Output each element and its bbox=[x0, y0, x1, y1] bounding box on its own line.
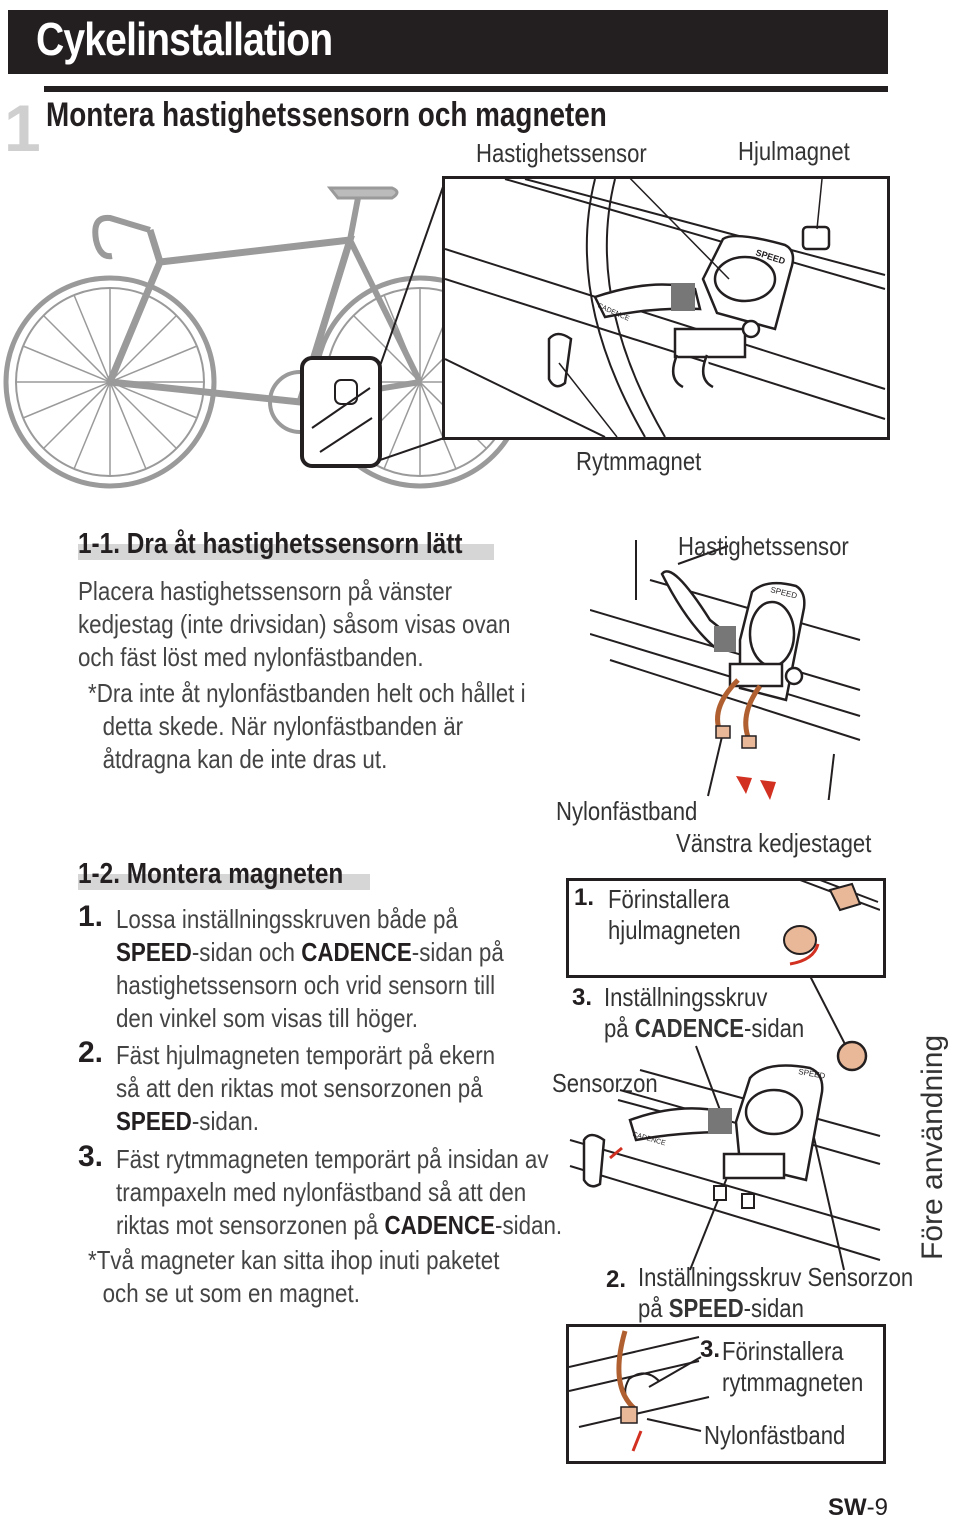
sensor-detail-illustration: SPEED CADENCE bbox=[445, 179, 887, 437]
step-1-1-note: *Dra inte åt nylonfästbanden helt och hå… bbox=[88, 677, 570, 776]
text-line: Dra inte åt nylonfästbanden helt och hål… bbox=[97, 678, 526, 708]
text-line: detta skede. När nylonfästbanden är bbox=[88, 710, 570, 743]
page-sep: - bbox=[867, 1494, 875, 1521]
text-line: Lossa inställningsskruven både på bbox=[116, 903, 563, 936]
item-number: 1. bbox=[78, 900, 103, 934]
text-fragment: Sensorzon bbox=[808, 1262, 914, 1292]
step-1-2-item-1: Lossa inställningsskruven både på SPEED-… bbox=[116, 903, 563, 1035]
text-line: riktas mot sensorzonen på CADENCE-sidan. bbox=[116, 1209, 563, 1242]
box3-text: Förinstallera rytmmagneten bbox=[722, 1336, 863, 1398]
cadence-word: CADENCE bbox=[384, 1210, 495, 1240]
step-1-1-title: 1-1. Dra åt hastighetssensorn lätt bbox=[78, 528, 462, 561]
text-line: Fäst hjulmagneten temporärt på ekern bbox=[116, 1039, 563, 1072]
side-tab: Före användning bbox=[916, 1060, 956, 1260]
page-title: Cykelinstallation bbox=[36, 12, 332, 66]
text-fragment: -sidan på bbox=[412, 937, 504, 967]
text-line: Inställningsskruv Sensorzon bbox=[638, 1262, 913, 1293]
step-1-2-note: *Två magneter kan sitta ihop inuti paket… bbox=[88, 1244, 535, 1310]
nylon-band-illustration: SPEED bbox=[590, 540, 880, 800]
text-line: SPEED-sidan och CADENCE-sidan på bbox=[116, 936, 563, 969]
box1-text: Förinstallera hjulmagneten bbox=[608, 884, 741, 946]
text-line: Placera hastighetssensorn på vänster bbox=[78, 575, 560, 608]
section-number: 1 bbox=[4, 90, 41, 166]
text-line: och fäst löst med nylonfästbanden. bbox=[78, 641, 560, 674]
text-line: så att den riktas mot sensorzonen på bbox=[116, 1072, 563, 1105]
speed-word: SPEED bbox=[116, 1106, 192, 1136]
side-tab-text: Före användning bbox=[916, 1035, 950, 1260]
text-line: hjulmagneten bbox=[608, 915, 741, 946]
item-number: 3. bbox=[78, 1140, 103, 1174]
label-nylon-band: Nylonfästband bbox=[556, 796, 697, 827]
text-fragment: -sidan och bbox=[192, 937, 301, 967]
cadence-word: CADENCE bbox=[301, 937, 412, 967]
text-fragment: -sidan. bbox=[495, 1210, 562, 1240]
speed-word: SPEED bbox=[116, 937, 192, 967]
note-mark: * bbox=[88, 678, 97, 708]
section-rule bbox=[44, 86, 888, 92]
speed-word: SPEED bbox=[669, 1293, 744, 1323]
label-adjust-screw-speed: Inställningsskruv Sensorzon på SPEED-sid… bbox=[638, 1262, 913, 1324]
text-line: och se ut som en magnet. bbox=[88, 1277, 535, 1310]
box3-number: 3. bbox=[700, 1336, 720, 1364]
text-line: rytmmagneten bbox=[722, 1367, 863, 1398]
adjustment-illustration: SPEED CADENCE bbox=[560, 970, 890, 1300]
note-mark: * bbox=[88, 1245, 97, 1275]
text-fragment: -sidan bbox=[744, 1293, 804, 1323]
box3-nylon-band: Nylonfästband bbox=[704, 1420, 845, 1451]
page-prefix: SW bbox=[828, 1494, 867, 1521]
label-speed-sensor-top: Hastighetssensor bbox=[476, 138, 647, 169]
text-line: på SPEED-sidan bbox=[638, 1293, 913, 1324]
text-line: Två magneter kan sitta ihop inuti pakete… bbox=[97, 1245, 500, 1275]
label-cadence-magnet: Rytmmagnet bbox=[576, 446, 701, 477]
step-1-1-text: Placera hastighetssensorn på vänster ked… bbox=[78, 575, 560, 674]
wheel-magnet-illustration bbox=[760, 880, 880, 970]
text-fragment: -sidan. bbox=[192, 1106, 259, 1136]
label-wheel-magnet: Hjulmagnet bbox=[738, 136, 850, 167]
page-digit: 9 bbox=[875, 1494, 888, 1521]
text-fragment: på bbox=[638, 1293, 669, 1323]
text-fragment: riktas mot sensorzonen på bbox=[116, 1210, 384, 1240]
text-line: SPEED-sidan. bbox=[116, 1105, 563, 1138]
label2-number: 2. bbox=[606, 1266, 626, 1294]
text-line: den vinkel som visas till höger. bbox=[116, 1002, 563, 1035]
step-1-2-item-3: Fäst rytmmagneten temporärt på insidan a… bbox=[116, 1143, 563, 1242]
text-line: Förinstallera bbox=[608, 884, 741, 915]
step-1-2-item-2: Fäst hjulmagneten temporärt på ekern så … bbox=[116, 1039, 563, 1138]
box1-number: 1. bbox=[574, 884, 594, 912]
text-line: hastighetssensorn och vrid sensorn till bbox=[116, 969, 563, 1002]
text-line: kedjestag (inte drivsidan) såsom visas o… bbox=[78, 608, 560, 641]
text-fragment: Inställningsskruv bbox=[638, 1262, 801, 1292]
item-number: 2. bbox=[78, 1036, 103, 1070]
step-1-2-title: 1-2. Montera magneten bbox=[78, 858, 343, 891]
page-number: SW-9 bbox=[828, 1494, 888, 1522]
text-line: Förinstallera bbox=[722, 1336, 863, 1367]
label-left-chainstay: Vänstra kedjestaget bbox=[676, 828, 871, 859]
section-title: Montera hastighetssensorn och magneten bbox=[46, 96, 607, 135]
text-line: trampaxeln med nylonfästband så att den bbox=[116, 1176, 563, 1209]
text-line: åtdragna kan de inte dras ut. bbox=[88, 743, 570, 776]
text-line: Fäst rytmmagneten temporärt på insidan a… bbox=[116, 1143, 563, 1176]
label-speed-sensor-mid: Hastighetssensor bbox=[678, 531, 849, 562]
